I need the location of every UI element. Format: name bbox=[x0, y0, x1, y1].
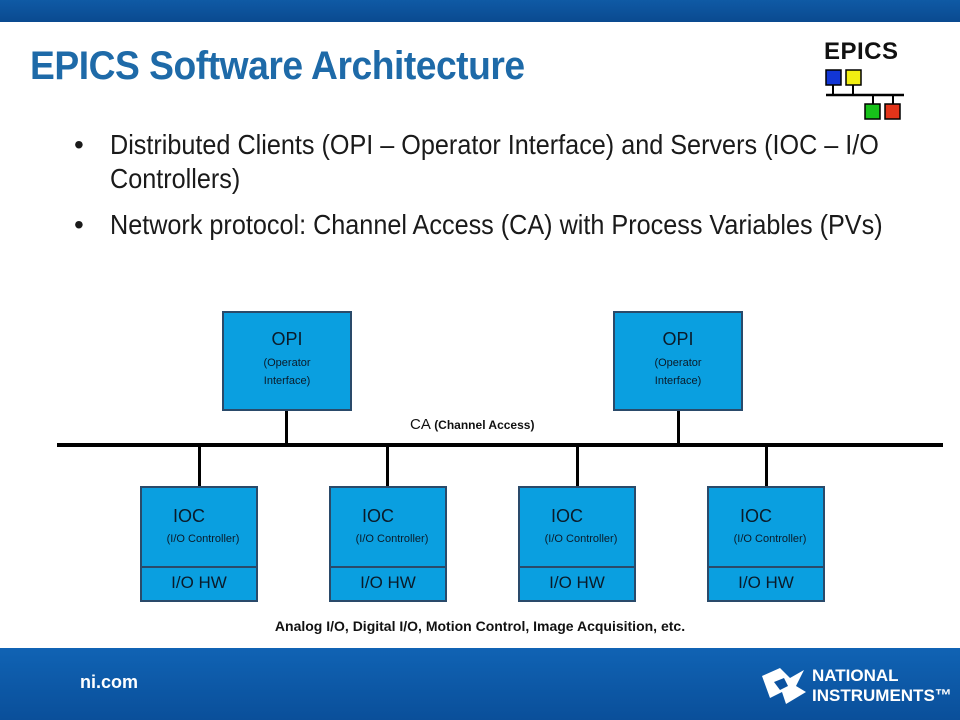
slide-title: EPICS Software Architecture bbox=[30, 44, 525, 88]
site-url: ni.com bbox=[80, 672, 139, 692]
io-hw-label: I/O HW bbox=[709, 566, 823, 600]
opi-connector-1 bbox=[285, 410, 288, 444]
ioc-sublabel: (I/O Controller) bbox=[544, 533, 618, 545]
bullet-text: Distributed Clients (OPI – Operator Inte… bbox=[110, 129, 879, 194]
io-hw-label: I/O HW bbox=[331, 566, 445, 600]
ca-bus-label: CA (Channel Access) bbox=[410, 416, 534, 433]
opi-label: OPI bbox=[662, 329, 694, 349]
opi-sublabel-line2: Interface) bbox=[654, 375, 702, 387]
ni-brand-line1: NATIONAL bbox=[812, 666, 899, 685]
ca-label-sub: (Channel Access) bbox=[434, 418, 535, 432]
ioc-sublabel: (I/O Controller) bbox=[733, 533, 807, 545]
bullet-marker: • bbox=[74, 129, 84, 160]
bullet-item: • Network protocol: Channel Access (CA) … bbox=[70, 208, 900, 242]
ioc-label: IOC bbox=[172, 506, 205, 526]
ioc-label: IOC bbox=[550, 506, 583, 526]
opi-sublabel: (Operator Interface) bbox=[224, 354, 350, 390]
ni-brand-text: NATIONAL INSTRUMENTS™ bbox=[812, 666, 952, 706]
ni-eagle-icon bbox=[762, 668, 806, 704]
ioc-node: IOC (I/O Controller) I/O HW bbox=[707, 486, 825, 602]
ca-label-main: CA bbox=[410, 416, 431, 433]
opi-sublabel: (Operator Interface) bbox=[615, 354, 741, 390]
ioc-connector-1 bbox=[198, 446, 201, 488]
ioc-sublabel: (I/O Controller) bbox=[355, 533, 429, 545]
io-hw-label: I/O HW bbox=[520, 566, 634, 600]
ioc-node: IOC (I/O Controller) I/O HW bbox=[140, 486, 258, 602]
opi-connector-2 bbox=[677, 410, 680, 444]
opi-node: OPI (Operator Interface) bbox=[222, 311, 352, 411]
ioc-connector-2 bbox=[386, 446, 389, 488]
footer-bar: ni.com NATIONAL INSTRUMENTS™ bbox=[0, 648, 960, 720]
national-instruments-logo: NATIONAL INSTRUMENTS™ bbox=[760, 662, 952, 710]
bullet-text: Network protocol: Channel Access (CA) wi… bbox=[110, 209, 883, 240]
epics-logo-text: EPICS bbox=[824, 38, 899, 65]
ca-bus-line bbox=[57, 443, 943, 447]
opi-node: OPI (Operator Interface) bbox=[613, 311, 743, 411]
bullet-marker: • bbox=[74, 209, 84, 240]
ioc-node: IOC (I/O Controller) I/O HW bbox=[518, 486, 636, 602]
io-capabilities-label: Analog I/O, Digital I/O, Motion Control,… bbox=[274, 618, 686, 634]
ioc-label: IOC bbox=[361, 506, 394, 526]
opi-sublabel-line2: Interface) bbox=[263, 375, 311, 387]
epics-logo: EPICS bbox=[820, 38, 912, 124]
ioc-label: IOC bbox=[739, 506, 772, 526]
ioc-sublabel: (I/O Controller) bbox=[166, 533, 240, 545]
ioc-node: IOC (I/O Controller) I/O HW bbox=[329, 486, 447, 602]
bullet-item: • Distributed Clients (OPI – Operator In… bbox=[70, 128, 900, 196]
ioc-connector-4 bbox=[765, 446, 768, 488]
opi-sublabel-line1: (Operator bbox=[654, 357, 702, 369]
io-hw-label: I/O HW bbox=[142, 566, 256, 600]
bullet-list: • Distributed Clients (OPI – Operator In… bbox=[70, 128, 900, 254]
ioc-connector-3 bbox=[576, 446, 579, 488]
epics-network-icon bbox=[825, 69, 904, 120]
opi-label: OPI bbox=[271, 329, 303, 349]
top-banner bbox=[0, 0, 960, 22]
opi-sublabel-line1: (Operator bbox=[263, 357, 311, 369]
ni-brand-line2: INSTRUMENTS™ bbox=[812, 686, 952, 705]
